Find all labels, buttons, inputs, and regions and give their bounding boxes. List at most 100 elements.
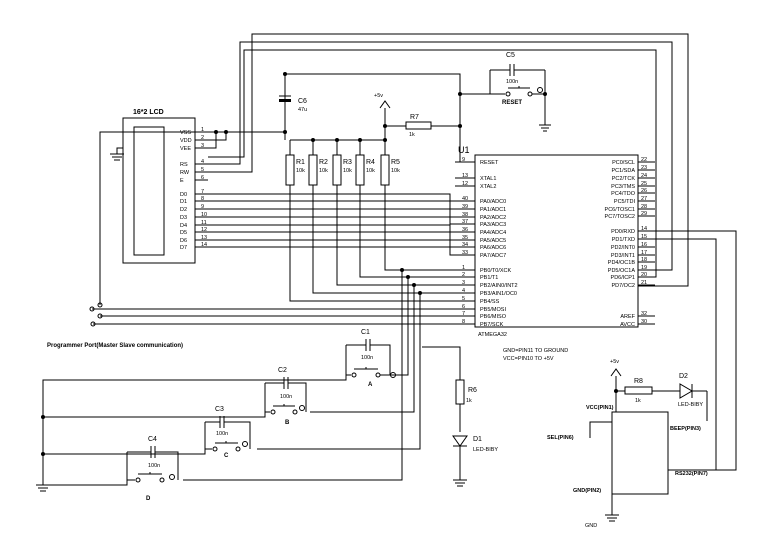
lcd-pin-number: 13 bbox=[201, 235, 207, 241]
mcu-pin-name: AREF bbox=[620, 314, 635, 320]
resistor-ref: R2 bbox=[319, 159, 328, 166]
lcd-pin-name: D6 bbox=[180, 238, 187, 244]
mcu-pin-number: 15 bbox=[641, 234, 647, 240]
mcu-pin-name: PA0/ADC0 bbox=[480, 199, 506, 205]
d2-ref: D2 bbox=[679, 373, 688, 380]
lcd-pin-number: 4 bbox=[201, 159, 204, 165]
mcu-pin-number: 13 bbox=[462, 173, 468, 179]
data-bus-line bbox=[208, 193, 455, 202]
mcu-pin-number: 20 bbox=[641, 272, 647, 278]
mcu-pin-name: PB2/AIN0/INT2 bbox=[480, 283, 518, 289]
mcu-pin-number: 3 bbox=[462, 280, 465, 286]
mcu-pin-number: 32 bbox=[641, 311, 647, 317]
mcu-pin-name: PD2/INT0 bbox=[611, 245, 635, 251]
lcd-pin-name: E bbox=[180, 178, 184, 184]
lcd-pin-name: VDD bbox=[180, 138, 192, 144]
module-circuit: +5v R8 1k D2 LED-BIBY VCC(PIN1) SEL(PIN6… bbox=[547, 230, 737, 529]
module-sel-label: SEL(PIN6) bbox=[547, 435, 574, 441]
mcu-pin-number: 24 bbox=[641, 173, 647, 179]
mcu-pin-number: 19 bbox=[641, 265, 647, 271]
c1-value: 100n bbox=[361, 355, 373, 361]
lcd-title: 16*2 LCD bbox=[133, 109, 164, 116]
mcu-pin-name: AVCC bbox=[620, 322, 635, 328]
module-beep-label: BEEP(PIN3) bbox=[670, 426, 701, 432]
r8-value: 1k bbox=[635, 398, 641, 404]
mcu-pin-number: 28 bbox=[641, 204, 647, 210]
mcu-pin-name: PD3/INT1 bbox=[611, 253, 635, 259]
mcu-pin-number: 30 bbox=[641, 319, 647, 325]
mcu-pin-number: 35 bbox=[462, 235, 468, 241]
switch-d-label: D bbox=[146, 496, 151, 502]
data-bus-line bbox=[208, 208, 455, 218]
resistor-value: 10k bbox=[343, 168, 352, 174]
capacitor-c6: C6 47u bbox=[279, 74, 307, 140]
lcd-pin-number: 14 bbox=[201, 242, 207, 248]
mcu-pin-name: PC4/TDO bbox=[611, 191, 636, 197]
reset-circuit: C5 100n RESET bbox=[460, 52, 551, 132]
data-bus-line bbox=[208, 231, 455, 241]
mcu-pin-name: PB3/AIN1/OC0 bbox=[480, 291, 517, 297]
mcu-pin-number: 40 bbox=[462, 196, 468, 202]
c4-ref: C4 bbox=[148, 436, 157, 443]
switch-a-label: A bbox=[368, 382, 373, 388]
mcu-pin-number: 36 bbox=[462, 227, 468, 233]
mcu-pin-name: PD6/ICP1 bbox=[611, 275, 635, 281]
mcu-pin-number: 25 bbox=[641, 181, 647, 187]
mcu-pin-number: 23 bbox=[641, 165, 647, 171]
data-bus-line bbox=[208, 246, 455, 256]
mcu-pin-name: PD4/OC1B bbox=[608, 260, 636, 266]
mcu-pin-number: 37 bbox=[462, 219, 468, 225]
mcu-pin-name: PB7/SCK bbox=[480, 322, 504, 328]
mcu-pin-name: PB0/T0/XCK bbox=[480, 268, 512, 274]
lcd-pin-name: D5 bbox=[180, 230, 187, 236]
lcd-pin-name: D4 bbox=[180, 223, 187, 229]
resistor-ref: R5 bbox=[391, 159, 400, 166]
resistor-ref: R1 bbox=[296, 159, 305, 166]
mcu-pin-number: 38 bbox=[462, 212, 468, 218]
ground-label: GND bbox=[585, 523, 597, 529]
lcd-pin-number: 11 bbox=[201, 220, 207, 226]
lcd-pin-name: D2 bbox=[180, 207, 187, 213]
data-bus-line bbox=[208, 200, 455, 210]
mcu-pin-name: PC7/TOSC2 bbox=[605, 214, 635, 220]
mcu-pin-name: PA3/ADC3 bbox=[480, 222, 506, 228]
mcu-pin-number: 27 bbox=[641, 196, 647, 202]
switch-b-label: B bbox=[285, 420, 290, 426]
c4-value: 100n bbox=[148, 463, 160, 469]
lcd-pin-name: RW bbox=[180, 170, 190, 176]
mcu-pin-number: 6 bbox=[462, 304, 465, 310]
resistor-value: 10k bbox=[296, 168, 305, 174]
note-vcc: VCC=PIN10 TO +5V bbox=[503, 356, 554, 362]
vcc-top-label: +5v bbox=[374, 93, 383, 99]
r6-ref: R6 bbox=[468, 387, 477, 394]
lcd-pin-name: D7 bbox=[180, 245, 187, 251]
switch-c-label: C bbox=[224, 453, 229, 459]
mcu-pin-number: 22 bbox=[641, 157, 647, 163]
mcu-pin-number: 39 bbox=[462, 204, 468, 210]
lcd-pin-name: D0 bbox=[180, 192, 187, 198]
mcu-pin-name: PB5/MOSI bbox=[480, 307, 506, 313]
mcu-ref: U1 bbox=[458, 145, 470, 155]
reset-switch-label: RESET bbox=[502, 100, 522, 106]
resistor-body bbox=[355, 154, 365, 186]
lcd-pin-number: 1 bbox=[201, 127, 204, 133]
resistor-body bbox=[285, 154, 295, 186]
lcd-pin-name: VEE bbox=[180, 146, 191, 152]
d1-value: LED-BIBY bbox=[473, 447, 498, 453]
mcu-pin-name: RESET bbox=[480, 160, 499, 166]
mcu-pin-number: 4 bbox=[462, 288, 465, 294]
mcu-pin-number: 34 bbox=[462, 242, 468, 248]
data-bus-line bbox=[208, 224, 455, 233]
r7-pullup: +5v R7 1k bbox=[290, 93, 460, 141]
d2-value: LED-BIBY bbox=[678, 402, 703, 408]
mcu-pin-name: PA7/ADC7 bbox=[480, 253, 506, 259]
mcu-part: ATMEGA32 bbox=[478, 332, 507, 338]
lcd-pin-number: 8 bbox=[201, 196, 204, 202]
mcu-pin-name: PB6/MISO bbox=[480, 314, 507, 320]
c6-ref: C6 bbox=[298, 98, 307, 105]
resistor-ref: R4 bbox=[366, 159, 375, 166]
mcu-pin-number: 14 bbox=[641, 226, 647, 232]
mcu-pin-number: 29 bbox=[641, 211, 647, 217]
